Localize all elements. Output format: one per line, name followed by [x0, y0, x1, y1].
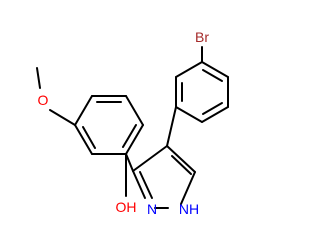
bond	[125, 153, 134, 172]
bond-c-o	[49, 109, 76, 126]
bond-inner	[139, 171, 153, 199]
bond-inner	[82, 126, 96, 149]
bond-inner	[171, 155, 192, 175]
atom-label-o-methoxy: O	[38, 92, 49, 108]
atom-label-oh: OH	[116, 199, 137, 215]
bonds	[36, 46, 229, 209]
bond	[180, 171, 196, 205]
bond-inner	[202, 69, 223, 82]
bond-inner	[202, 102, 223, 115]
bond	[132, 170, 146, 199]
molecule-diagram: Br O OH N NH	[36, 29, 229, 217]
bond	[201, 61, 229, 78]
atom-labels: Br O OH N NH	[38, 29, 210, 217]
bond	[74, 124, 93, 155]
atom-label-nh: NH	[179, 201, 199, 217]
bond	[125, 95, 144, 126]
bond-o-ch3	[36, 67, 41, 89]
bond	[166, 145, 196, 173]
bond-inner	[122, 124, 137, 148]
bond	[175, 61, 203, 78]
bond	[166, 106, 177, 147]
bond	[132, 145, 168, 172]
bond	[175, 106, 203, 123]
bond	[125, 124, 144, 155]
atom-label-br: Br	[195, 29, 209, 45]
bond	[74, 95, 93, 126]
structure-svg: Br O OH N NH	[36, 29, 229, 217]
bond	[201, 106, 229, 123]
atom-label-n: N	[147, 201, 157, 217]
